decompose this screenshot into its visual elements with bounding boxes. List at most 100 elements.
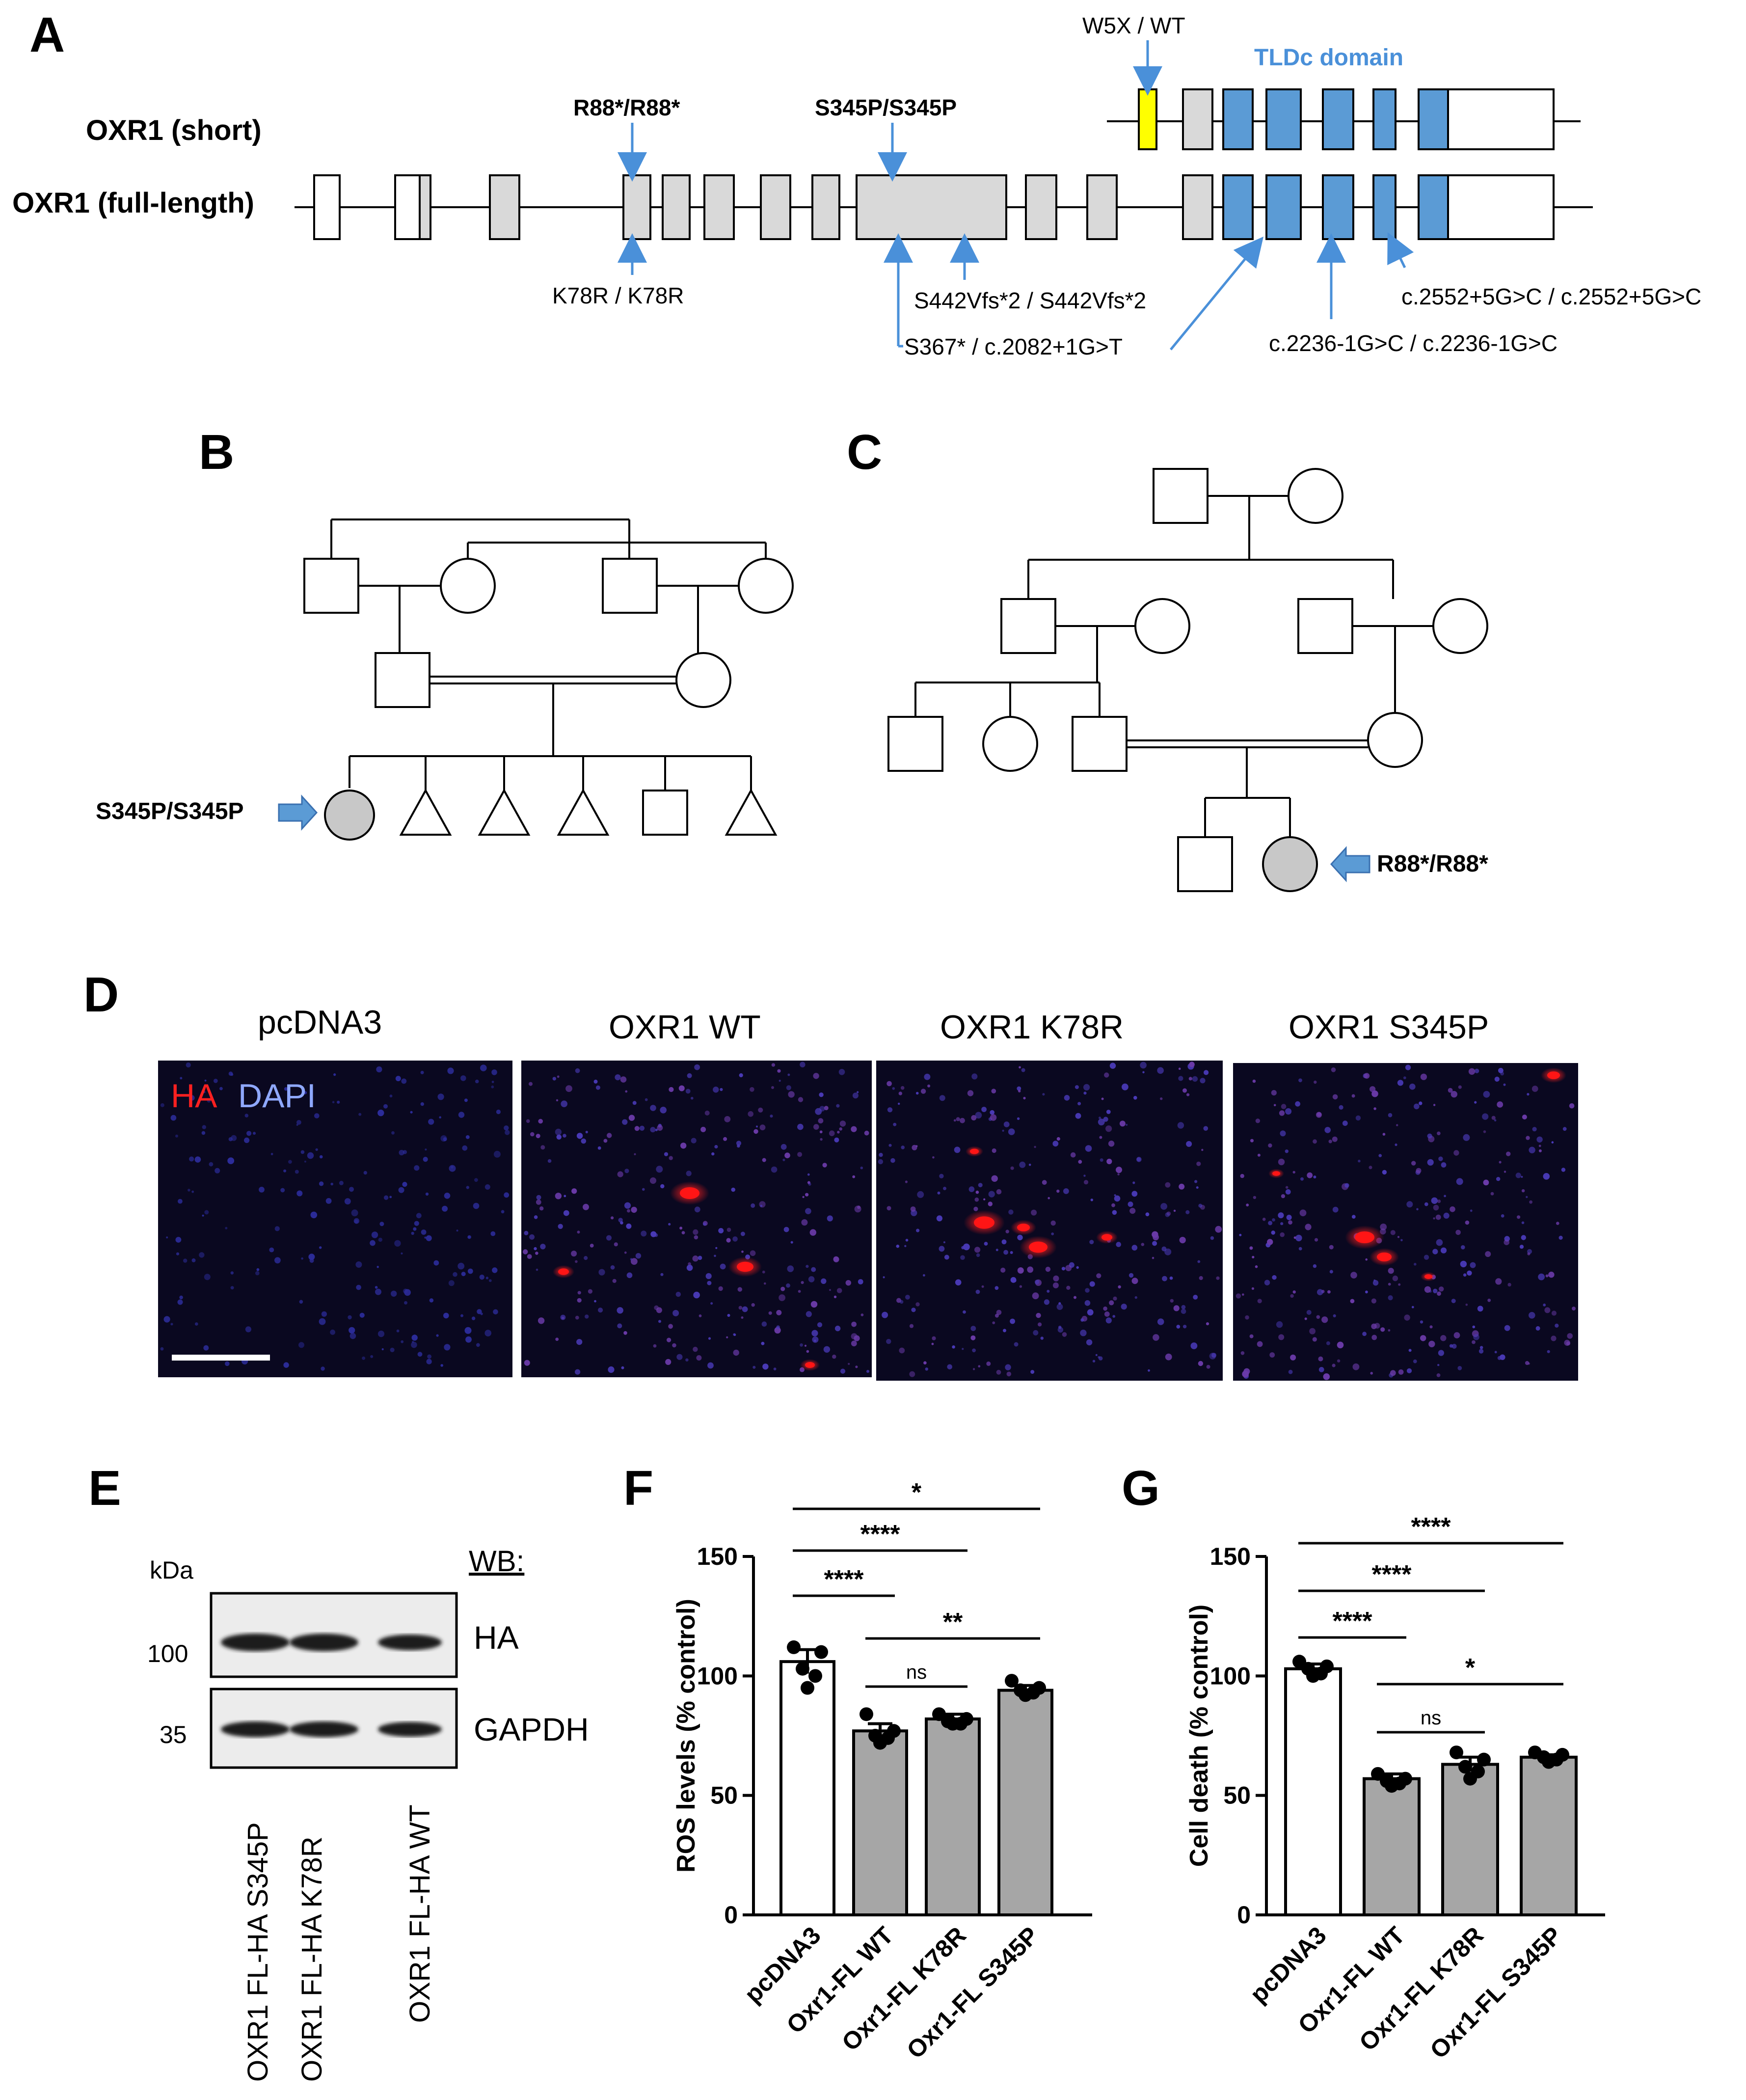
cell-nucleus <box>675 1291 681 1297</box>
cell-nucleus <box>332 1101 335 1103</box>
cell-nucleus <box>1145 1212 1150 1217</box>
cell-nucleus <box>1190 1342 1198 1349</box>
cell-nucleus <box>245 1326 251 1333</box>
cell-nucleus <box>1002 1129 1004 1132</box>
cell-nucleus <box>491 1085 494 1089</box>
significance-label: **** <box>1411 1513 1451 1541</box>
cell-nucleus <box>1562 1127 1567 1131</box>
band <box>221 1721 290 1737</box>
variant-c2552: c.2552+5G>C / c.2552+5G>C <box>1401 284 1701 309</box>
cell-nucleus <box>759 1124 766 1131</box>
ha-positive-cell <box>1029 1241 1048 1253</box>
cell-nucleus <box>295 1170 299 1174</box>
cell-nucleus <box>230 1073 234 1076</box>
cell-nucleus <box>797 1123 804 1130</box>
cell-nucleus <box>575 1369 581 1375</box>
cell-nucleus <box>1285 1186 1289 1189</box>
cell-nucleus <box>425 1148 427 1151</box>
cell-nucleus <box>1252 1079 1256 1083</box>
cell-nucleus <box>325 1198 332 1204</box>
cell-nucleus <box>358 1113 362 1116</box>
bar <box>925 1717 981 1917</box>
cell-nucleus <box>1564 1339 1570 1346</box>
cell-nucleus <box>603 1139 608 1143</box>
cell-nucleus <box>975 1289 980 1294</box>
short-tldc-exon <box>1372 88 1397 150</box>
cell-nucleus <box>1106 1110 1111 1114</box>
y-tick-label: 50 <box>710 1782 738 1809</box>
cell-nucleus <box>818 1118 824 1124</box>
cell-nucleus <box>1397 1080 1403 1086</box>
cell-nucleus <box>1490 1192 1494 1196</box>
cell-nucleus <box>377 1331 385 1337</box>
cell-nucleus <box>1186 1141 1192 1147</box>
cell-nucleus <box>1001 1239 1007 1245</box>
cell-nucleus <box>983 1198 986 1200</box>
cell-nucleus <box>1437 1200 1441 1203</box>
cell-nucleus <box>852 1175 856 1178</box>
cell-nucleus <box>1567 1333 1573 1339</box>
cell-nucleus <box>1181 1309 1186 1314</box>
ha-positive-cell <box>805 1362 815 1368</box>
cell-nucleus <box>1350 1272 1357 1279</box>
cell-nucleus <box>991 1175 998 1182</box>
cell-nucleus <box>363 1171 367 1175</box>
cell-nucleus <box>866 1370 869 1373</box>
x-category-label: Oxr1-FL S345P <box>901 1921 1044 2064</box>
cell-nucleus <box>627 1209 630 1213</box>
cell-nucleus <box>420 1070 424 1074</box>
cell-nucleus <box>1365 1290 1368 1294</box>
cell-nucleus <box>1080 1330 1087 1336</box>
cell-nucleus <box>851 1340 857 1347</box>
y-tick-label: 150 <box>697 1543 738 1570</box>
cell-nucleus <box>1504 1239 1509 1245</box>
cell-nucleus <box>1332 1206 1339 1213</box>
cell-nucleus <box>839 1120 846 1127</box>
cell-nucleus <box>1295 1101 1301 1107</box>
panel-letter-d: D <box>83 967 119 1022</box>
cell-nucleus <box>1515 1173 1521 1178</box>
cell-nucleus <box>916 1228 920 1232</box>
cell-nucleus <box>819 1106 825 1112</box>
cell-nucleus <box>857 1205 860 1209</box>
cell-nucleus <box>971 1073 978 1080</box>
cell-nucleus <box>813 1124 819 1130</box>
cell-nucleus <box>776 1325 780 1329</box>
cell-nucleus <box>493 1150 501 1158</box>
cell-nucleus <box>396 1329 400 1333</box>
cell-nucleus <box>1453 1332 1460 1338</box>
cell-nucleus <box>672 1343 676 1348</box>
cell-nucleus <box>937 1191 940 1195</box>
cell-nucleus <box>1063 1188 1069 1194</box>
cell-nucleus <box>1572 1307 1576 1311</box>
cell-nucleus <box>485 1277 489 1280</box>
cell-nucleus <box>975 1112 982 1119</box>
cell-nucleus <box>1491 1116 1496 1120</box>
cell-nucleus <box>1365 1258 1368 1261</box>
cell-nucleus <box>1038 1322 1042 1327</box>
y-axis-label: Cell death (% control) <box>1185 1605 1213 1867</box>
cell-nucleus <box>420 1102 424 1106</box>
cell-nucleus <box>194 1156 201 1163</box>
cell-nucleus <box>1388 1295 1393 1301</box>
cell-nucleus <box>1440 1335 1447 1341</box>
cell-nucleus <box>838 1069 845 1075</box>
cell-nucleus <box>820 1138 823 1141</box>
cell-nucleus <box>460 1075 466 1081</box>
cell-nucleus <box>909 1371 915 1377</box>
cell-nucleus <box>166 1236 168 1239</box>
cell-nucleus <box>628 1115 635 1121</box>
cell-nucleus <box>383 1195 389 1200</box>
cell-nucleus <box>1314 1080 1317 1084</box>
cell-nucleus <box>1111 1203 1115 1207</box>
cell-nucleus <box>1268 1221 1273 1226</box>
cell-nucleus <box>1052 1141 1059 1147</box>
cell-nucleus <box>1373 1279 1376 1282</box>
cell-nucleus <box>1286 1215 1292 1220</box>
cell-nucleus <box>955 1279 962 1286</box>
cell-nucleus <box>798 1097 804 1102</box>
cell-nucleus <box>1329 1245 1334 1250</box>
legend-ha: HA <box>171 1077 217 1115</box>
cell-nucleus <box>1433 1217 1435 1220</box>
cell-nucleus <box>753 1129 758 1134</box>
